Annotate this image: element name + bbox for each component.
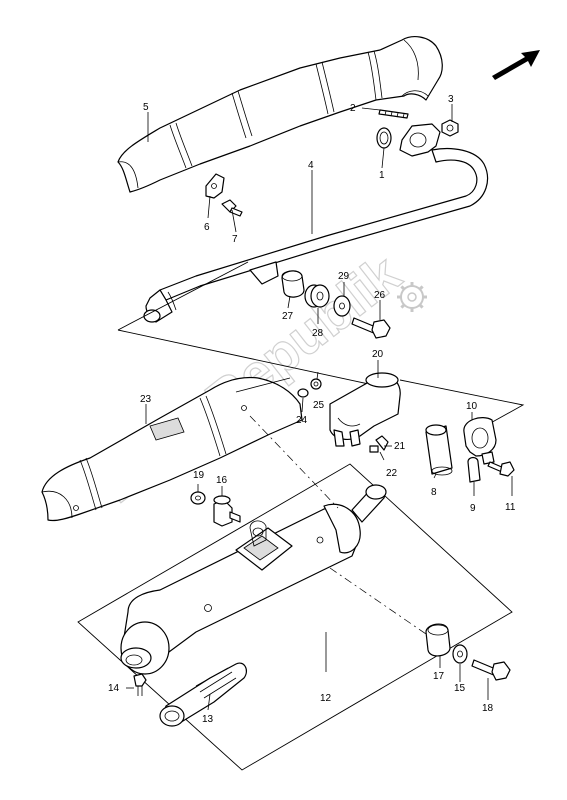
bolt-26 xyxy=(351,317,391,339)
washer-24 xyxy=(297,388,309,398)
clamp-nut-9 xyxy=(467,456,481,483)
damper-16 xyxy=(213,495,241,527)
stud-bolt xyxy=(378,109,409,119)
sleeve-8 xyxy=(425,424,453,476)
bolt-11 xyxy=(487,461,515,477)
muffler-12 xyxy=(120,484,387,675)
callout-9: 9 xyxy=(470,503,476,514)
clip-21-22 xyxy=(369,435,389,453)
callout-29: 29 xyxy=(338,271,350,282)
washer-29 xyxy=(333,295,351,317)
screw-25 xyxy=(310,378,322,390)
callout-2: 2 xyxy=(350,103,356,114)
bolt-small xyxy=(221,199,243,217)
clamp-10 xyxy=(463,417,497,465)
heat-shield-lower xyxy=(41,376,303,522)
callout-18: 18 xyxy=(482,703,494,714)
assembly-frame xyxy=(117,261,525,431)
callout-10: 10 xyxy=(466,401,478,412)
bolt-14 xyxy=(133,673,147,696)
washer-19 xyxy=(190,491,206,505)
callout-21: 21 xyxy=(394,441,406,452)
flange-nut xyxy=(441,119,459,137)
callout-28: 28 xyxy=(312,328,324,339)
leader-lines xyxy=(126,104,513,711)
callout-13: 13 xyxy=(202,714,214,725)
callout-19: 19 xyxy=(193,470,205,481)
callout-24: 24 xyxy=(296,415,308,426)
damper-27 xyxy=(281,270,305,298)
arrow-front-icon xyxy=(492,50,540,80)
callout-25: 25 xyxy=(313,400,325,411)
shield-bracket xyxy=(205,173,225,199)
callout-1: 1 xyxy=(379,170,385,181)
muffler-frame xyxy=(77,463,513,771)
grommet-28 xyxy=(304,284,330,308)
gasket xyxy=(376,127,392,149)
callout-16: 16 xyxy=(216,475,228,486)
callout-12: 12 xyxy=(320,693,332,704)
callout-22: 22 xyxy=(386,468,398,479)
callout-4: 4 xyxy=(308,160,314,171)
callout-7: 7 xyxy=(232,234,238,245)
callout-27: 27 xyxy=(282,311,294,322)
callout-11: 11 xyxy=(505,502,516,513)
callout-3: 3 xyxy=(448,94,454,105)
callout-labels: 5 2 3 1 4 6 7 29 26 27 28 20 23 25 24 10… xyxy=(108,94,516,725)
damper-17 xyxy=(425,623,451,657)
connector-20 xyxy=(329,372,401,447)
bolt-18 xyxy=(471,659,511,681)
callout-20: 20 xyxy=(372,349,384,360)
callout-15: 15 xyxy=(454,683,466,694)
callout-23: 23 xyxy=(140,394,152,405)
gear-icon xyxy=(397,282,427,312)
callout-5: 5 xyxy=(143,102,149,113)
callout-14: 14 xyxy=(108,683,120,694)
callout-17: 17 xyxy=(433,671,445,682)
tailpipe-13 xyxy=(159,662,248,727)
callout-26: 26 xyxy=(374,290,386,301)
callout-8: 8 xyxy=(431,487,437,498)
exhaust-pipe xyxy=(143,123,489,323)
callout-6: 6 xyxy=(204,222,210,233)
washer-15 xyxy=(452,644,468,664)
center-lines xyxy=(249,415,427,635)
heat-shield-upper xyxy=(117,36,443,193)
